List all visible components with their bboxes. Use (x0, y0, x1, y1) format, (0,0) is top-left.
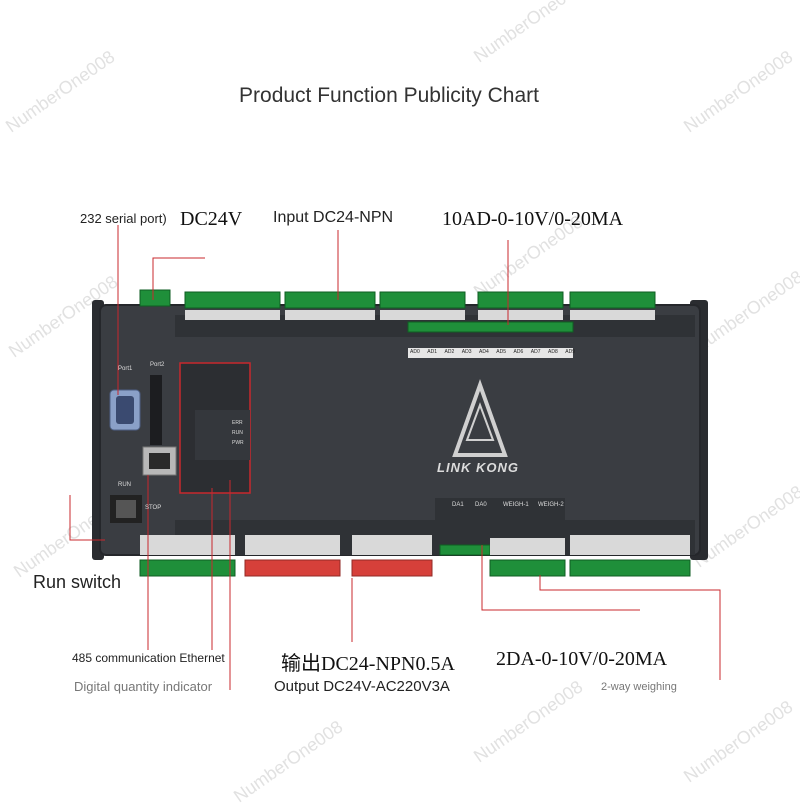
da-label: DA1 (452, 502, 464, 508)
weigh-label: WEIGH-1 (503, 502, 529, 508)
da-label: DA0 (475, 502, 487, 508)
dc24v-label: DC24V (180, 208, 243, 230)
port1-label: Port1 (118, 366, 133, 372)
analog-input-label: 10AD-0-10V/0-20MA (442, 208, 624, 230)
digital-indicator-label: Digital quantity indicator (74, 679, 213, 694)
port2-label: Port2 (150, 362, 165, 368)
ad-label: AD2 (444, 349, 455, 355)
ad-label: AD5 (496, 349, 506, 355)
ad-label: AD3 (461, 349, 472, 355)
output-en-label: Output DC24V-AC220V3A (274, 678, 450, 695)
serial-port-label: 232 serial port) (80, 211, 167, 226)
page-title: Product Function Publicity Chart (239, 84, 539, 107)
comm-ethernet-label: 485 communication Ethernet (72, 651, 225, 665)
run-led-label: RUN (232, 430, 243, 436)
weighing-label: 2-way weighing (601, 681, 677, 693)
err-led-label: ERR (232, 420, 243, 426)
analog-output-label: 2DA-0-10V/0-20MA (496, 648, 668, 670)
ad-label: AD9 (565, 349, 575, 355)
ad-label: AD6 (513, 349, 524, 355)
pwr-led-label: PWR (232, 440, 244, 446)
run-switch-label: Run switch (33, 572, 122, 592)
output-cn-label: 输出DC24-NPN0.5A (281, 653, 455, 675)
ad-label: AD4 (479, 349, 489, 355)
input-label: Input DC24-NPN (273, 209, 394, 226)
brand-logo-text: LINK KONG (437, 460, 519, 475)
stop-label: STOP (145, 505, 162, 511)
ad-label: AD1 (427, 349, 437, 355)
ad-label: AD0 (410, 349, 420, 355)
ad-label: AD8 (548, 349, 558, 355)
run-label: RUN (118, 482, 131, 488)
ad-labels-row: AD0 AD1 AD2 AD3 AD4 AD5 AD6 AD7 AD8 AD9 (410, 349, 575, 355)
ad-label: AD7 (530, 349, 541, 355)
weigh-label: WEIGH-2 (538, 502, 564, 508)
